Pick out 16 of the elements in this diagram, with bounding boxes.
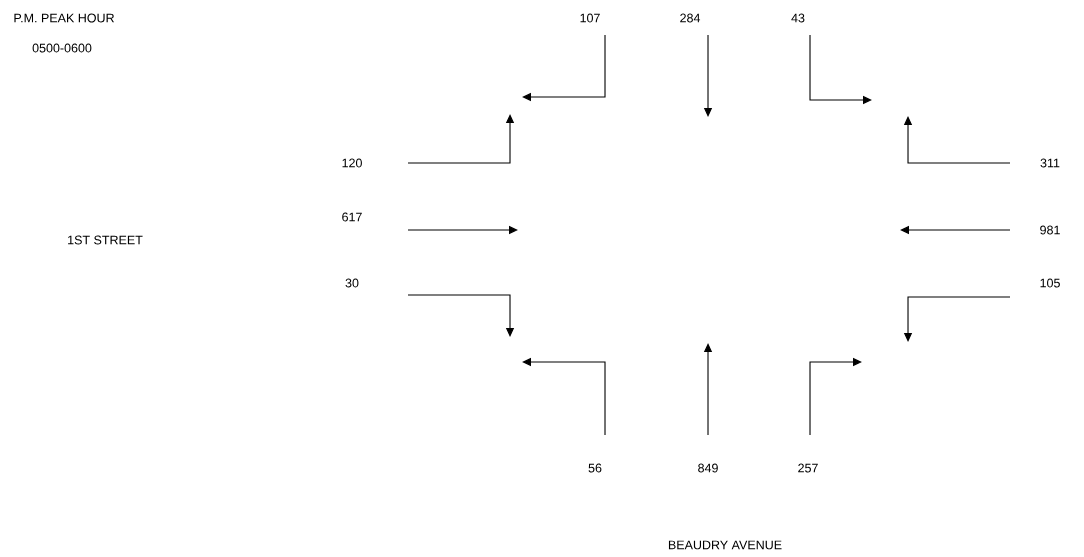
volume-number: 120 — [342, 158, 362, 168]
volume-number: 30 — [345, 278, 359, 288]
volume-number: 56 — [588, 463, 602, 473]
volume-number: 284 — [680, 13, 701, 23]
volume-number: 107 — [580, 13, 600, 23]
volume-number: 849 — [698, 463, 718, 473]
volume-number: 311 — [1040, 158, 1060, 168]
volume-number: 981 — [1040, 225, 1060, 235]
volume-number: 617 — [342, 212, 362, 222]
time-label: 0500-0600 — [32, 43, 92, 53]
volume-number: 257 — [798, 463, 818, 473]
street-name: BEAUDRY AVENUE — [668, 540, 782, 550]
street-name: 1ST STREET — [68, 235, 143, 245]
volume-number: 105 — [1040, 278, 1060, 288]
volume-number: 43 — [791, 13, 805, 23]
title: P.M. PEAK HOUR — [14, 13, 114, 23]
